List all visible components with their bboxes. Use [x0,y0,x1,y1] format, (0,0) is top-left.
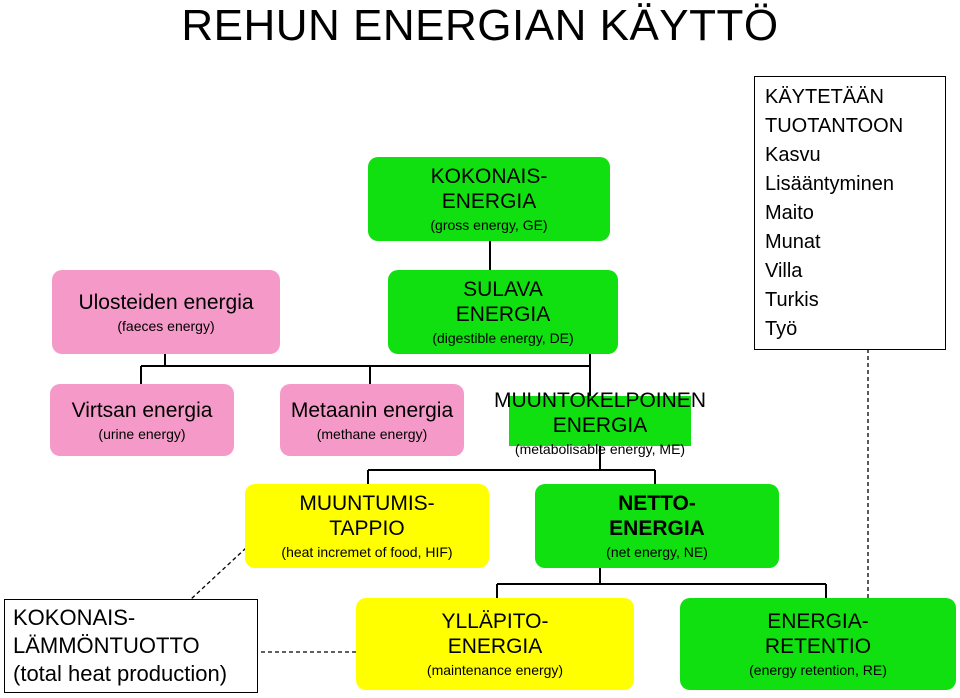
box-total-heat-production: KOKONAIS- LÄMMÖNTUOTTO (total heat produ… [4,599,258,693]
used-heading1: KÄYTETÄÄN [765,86,884,108]
box-digestible-energy: SULAVA ENERGIA (digestible energy, DE) [388,270,618,354]
box-metabolisable-energy: MUUNTOKELPOINEN ENERGIA (metabolisable e… [470,378,730,468]
methane-energy-line1: Metaanin energia [290,398,454,422]
faeces-energy-sub: (faeces energy) [117,317,215,334]
digestible-energy-line1: SULAVA [463,278,543,301]
total-heat-line3: (total heat production) [13,661,228,686]
heat-increment-line2: TAPPIO [329,517,405,540]
net-energy-line1: NETTO- [618,492,696,515]
net-energy-sub: (net energy, NE) [606,544,708,560]
dashed-hif-total-heat [189,547,247,601]
metabolisable-energy-line1: MUUNTOKELPOINEN [494,389,706,412]
used-item: Munat [765,231,821,253]
used-item: Turkis [765,289,819,311]
maintenance-energy-line1: YLLÄPITO- [441,610,549,633]
energy-retention-line1: ENERGIA- [767,610,869,633]
used-item: Lisääntyminen [765,173,894,195]
gross-energy-line2: ENERGIA [441,190,537,213]
box-methane-energy: Metaanin energia (methane energy) [280,384,464,456]
box-gross-energy: KOKONAIS- ENERGIA (gross energy, GE) [368,157,610,241]
total-heat-line2: LÄMMÖNTUOTTO [13,633,200,658]
page-title: REHUN ENERGIAN KÄYTTÖ [181,1,779,50]
box-heat-increment: MUUNTUMIS- TAPPIO (heat incremet of food… [245,484,489,568]
total-heat-line1: KOKONAIS- [13,605,136,630]
metabolisable-energy-sub: (metabolisable energy, ME) [514,441,686,457]
heat-increment-sub: (heat incremet of food, HIF) [281,544,453,560]
used-item: Villa [765,260,803,282]
metabolisable-energy-line2: ENERGIA [552,414,648,437]
digestible-energy-sub: (digestible energy, DE) [432,330,574,346]
urine-energy-line1: Virtsan energia [71,398,213,422]
gross-energy-sub: (gross energy, GE) [430,217,548,233]
used-item: Kasvu [765,144,821,166]
gross-energy-line1: KOKONAIS- [430,165,548,188]
box-net-energy: NETTO- ENERGIA (net energy, NE) [535,484,779,568]
used-item: Työ [765,318,798,340]
metabolisable-energy-fill [509,396,691,446]
faeces-energy-line1: Ulosteiden energia [78,290,254,314]
energy-retention-sub: (energy retention, RE) [749,662,887,678]
used-heading2: TUOTANTOON [765,115,904,137]
box-maintenance-energy: YLLÄPITO- ENERGIA (maintenance energy) [356,598,634,690]
box-used-for-production: KÄYTETÄÄN TUOTANTOON Kasvu Lisääntyminen… [754,76,946,350]
box-urine-energy: Virtsan energia (urine energy) [50,384,234,456]
energy-retention-line2: RETENTIO [764,635,872,658]
used-item: Maito [765,202,814,224]
urine-energy-sub: (urine energy) [98,425,186,442]
net-energy-line2: ENERGIA [609,517,705,540]
maintenance-energy-sub: (maintenance energy) [426,662,564,678]
digestible-energy-line2: ENERGIA [455,303,551,326]
methane-energy-sub: (methane energy) [316,425,428,442]
box-energy-retention: ENERGIA- RETENTIO (energy retention, RE) [680,598,956,690]
heat-increment-line1: MUUNTUMIS- [299,492,435,515]
maintenance-energy-line2: ENERGIA [447,635,543,658]
box-faeces-energy: Ulosteiden energia (faeces energy) [52,270,280,354]
